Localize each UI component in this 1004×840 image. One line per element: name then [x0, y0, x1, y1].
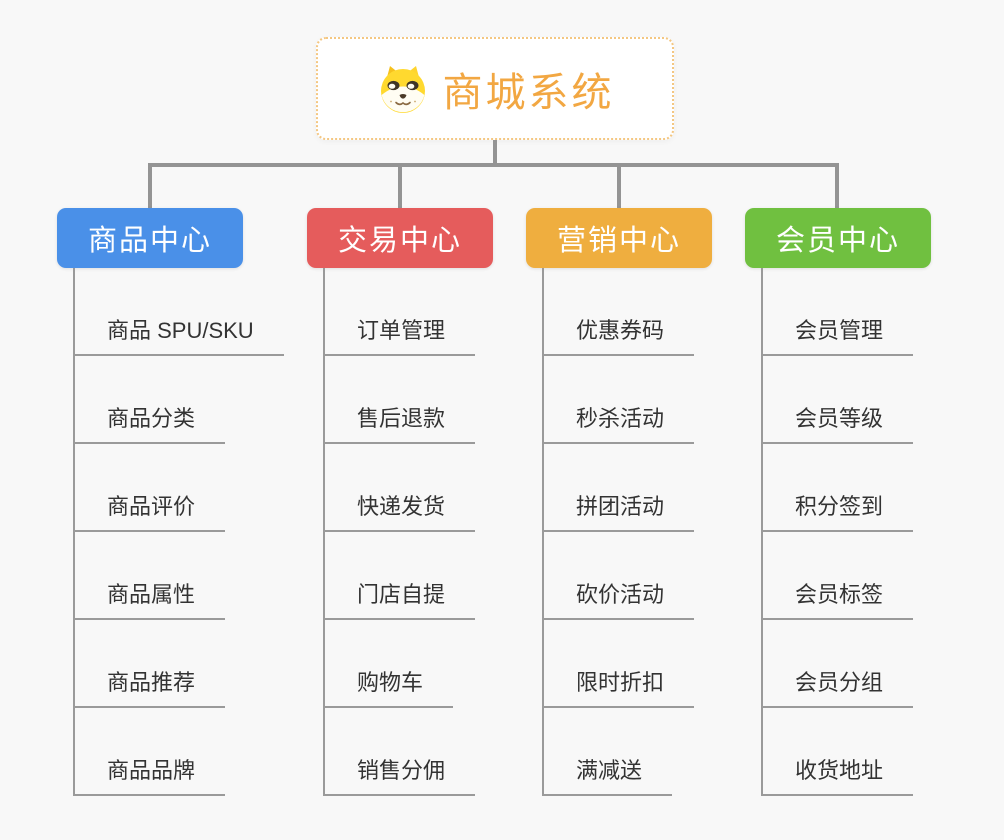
branch-item[interactable]: 商品分类 — [75, 356, 226, 444]
branch-item[interactable]: 收货地址 — [763, 708, 914, 796]
branch-items-trade: 订单管理 售后退款 快递发货 门店自提 购物车 销售分佣 — [323, 268, 476, 796]
connector-drop-marketing — [617, 163, 621, 208]
branch-item[interactable]: 会员等级 — [763, 356, 914, 444]
branch-header-members[interactable]: 会员中心 — [745, 208, 931, 268]
branch-trade: 交易中心 订单管理 售后退款 快递发货 门店自提 购物车 销售分佣 — [307, 208, 493, 796]
connector-drop-products — [148, 163, 152, 208]
branch-item[interactable]: 满减送 — [544, 708, 673, 796]
branch-item[interactable]: 会员标签 — [763, 532, 914, 620]
branch-item[interactable]: 销售分佣 — [325, 708, 476, 796]
branch-item[interactable]: 商品评价 — [75, 444, 226, 532]
doge-icon — [380, 65, 425, 113]
connector-horizontal — [148, 163, 839, 167]
branch-item[interactable]: 门店自提 — [325, 532, 476, 620]
branch-members: 会员中心 会员管理 会员等级 积分签到 会员标签 会员分组 收货地址 — [745, 208, 931, 796]
branch-item[interactable]: 商品品牌 — [75, 708, 226, 796]
branch-items-products: 商品 SPU/SKU 商品分类 商品评价 商品属性 商品推荐 商品品牌 — [73, 268, 284, 796]
branch-header-marketing[interactable]: 营销中心 — [526, 208, 712, 268]
connector-drop-trade — [398, 163, 402, 208]
branch-item[interactable]: 商品推荐 — [75, 620, 226, 708]
branch-item[interactable]: 优惠券码 — [544, 268, 695, 356]
branch-item[interactable]: 售后退款 — [325, 356, 476, 444]
branch-header-trade[interactable]: 交易中心 — [307, 208, 493, 268]
connector-root-stub — [493, 140, 497, 167]
branch-item[interactable]: 会员管理 — [763, 268, 914, 356]
branch-item[interactable]: 限时折扣 — [544, 620, 695, 708]
branch-items-members: 会员管理 会员等级 积分签到 会员标签 会员分组 收货地址 — [761, 268, 914, 796]
branch-item[interactable]: 积分签到 — [763, 444, 914, 532]
branch-marketing: 营销中心 优惠券码 秒杀活动 拼团活动 砍价活动 限时折扣 满减送 — [526, 208, 712, 796]
branch-item[interactable]: 订单管理 — [325, 268, 476, 356]
branch-item[interactable]: 秒杀活动 — [544, 356, 695, 444]
branch-item[interactable]: 砍价活动 — [544, 532, 695, 620]
connector-drop-members — [835, 163, 839, 208]
branch-header-products[interactable]: 商品中心 — [57, 208, 243, 268]
branch-item[interactable]: 商品 SPU/SKU — [75, 268, 284, 356]
branch-item[interactable]: 快递发货 — [325, 444, 476, 532]
branch-item[interactable]: 拼团活动 — [544, 444, 695, 532]
branch-item[interactable]: 会员分组 — [763, 620, 914, 708]
root-title: 商城系统 — [442, 70, 615, 115]
branch-products: 商品中心 商品 SPU/SKU 商品分类 商品评价 商品属性 商品推荐 商品品牌 — [57, 208, 284, 796]
root-node[interactable]: 商城系统 — [316, 37, 674, 140]
branch-item[interactable]: 购物车 — [325, 620, 454, 708]
branch-item[interactable]: 商品属性 — [75, 532, 226, 620]
branch-items-marketing: 优惠券码 秒杀活动 拼团活动 砍价活动 限时折扣 满减送 — [542, 268, 695, 796]
